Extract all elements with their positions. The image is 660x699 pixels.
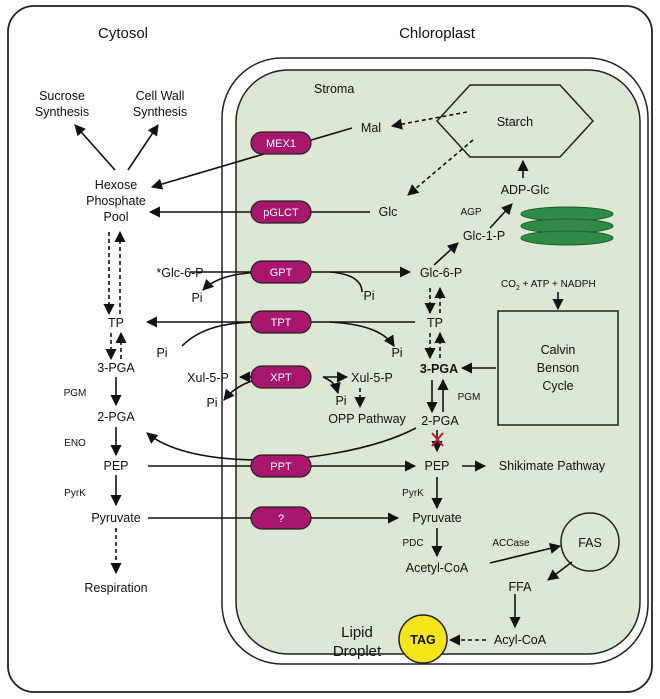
cytosol-pi-tpt: Pi <box>156 346 167 360</box>
tag-droplet <box>398 614 448 664</box>
cytosol-glc6p: *Glc-6-P <box>156 266 203 280</box>
stroma-mal: Mal <box>361 121 381 135</box>
cytosol-xul5p: Xul-5-P <box>187 371 229 385</box>
transporter-tpt: TPT <box>250 310 312 334</box>
stroma-pdc: PDC <box>402 538 423 549</box>
sucrose-synthesis-2: Synthesis <box>35 105 89 119</box>
transporter-xpt: XPT <box>250 365 312 389</box>
stroma-accase: ACCase <box>492 538 530 549</box>
svg-text:MEX1: MEX1 <box>266 138 296 150</box>
lipid-droplet-label-2: Droplet <box>333 643 382 660</box>
starch-granule <box>435 84 595 158</box>
stroma-co2-atp-nadph: CO2 + ATP + NADPH <box>501 279 596 292</box>
tag-label: TAG <box>410 633 435 647</box>
svg-text:?: ? <box>278 513 284 525</box>
calvin-label-2: Benson <box>537 361 579 375</box>
lipid-droplet-label-1: Lipid <box>341 624 373 641</box>
sucrose-synthesis-1: Sucrose <box>39 89 85 103</box>
stroma-acetylcoa: Acetyl-CoA <box>406 561 469 575</box>
cytosol-header: Cytosol <box>98 25 148 42</box>
hexose-pool-2: Phosphate <box>86 194 146 208</box>
stroma-xul5p: Xul-5-P <box>351 371 393 385</box>
stroma-pi-tpt: Pi <box>391 346 402 360</box>
stroma-2pga: 2-PGA <box>421 414 459 428</box>
cell-wall-synthesis-1: Cell Wall <box>136 89 185 103</box>
stroma-glc1p: Glc-1-P <box>463 229 505 243</box>
svg-text:PPT: PPT <box>270 461 292 473</box>
cytosol-respiration: Respiration <box>84 581 147 595</box>
stroma-opp-pathway: OPP Pathway <box>328 412 406 426</box>
cytosol-pi-gpt: Pi <box>191 291 202 305</box>
hexose-pool-3: Pool <box>103 210 128 224</box>
cytosol-3pga: 3-PGA <box>97 361 135 375</box>
stroma-tp: TP <box>427 316 443 330</box>
stroma-3pga: 3-PGA <box>420 362 458 376</box>
cytosol-eno: ENO <box>64 438 86 449</box>
svg-text:TPT: TPT <box>271 317 292 329</box>
stroma-adpglc: ADP-Glc <box>501 183 550 197</box>
stroma-agp: AGP <box>460 207 481 218</box>
cell-wall-synthesis-2: Synthesis <box>133 105 187 119</box>
svg-text:XPT: XPT <box>270 372 292 384</box>
fas-complex <box>560 512 620 572</box>
stroma-ffa: FFA <box>509 580 533 594</box>
cytosol-acylcoa: Acyl-CoA <box>494 633 547 647</box>
cytosol-pyruvate: Pyruvate <box>91 511 140 525</box>
stroma-pi-xpt: Pi <box>335 394 346 408</box>
calvin-label-1: Calvin <box>541 343 576 357</box>
starch-label: Starch <box>497 115 533 129</box>
transporter-gpt: GPT <box>250 260 312 284</box>
stroma-pyrk: PyrK <box>402 488 424 499</box>
stroma-pep: PEP <box>424 459 449 473</box>
fas-label: FAS <box>578 536 602 550</box>
stroma-shikimate: Shikimate Pathway <box>499 459 606 473</box>
transporter-pglct: pGLCT <box>250 200 312 224</box>
cytosol-tp: TP <box>108 316 124 330</box>
svg-text:GPT: GPT <box>270 267 293 279</box>
transporter-mex1: MEX1 <box>250 131 312 155</box>
chloroplast-header: Chloroplast <box>399 25 476 42</box>
calvin-cycle-box <box>497 310 619 426</box>
cytosol-pgm: PGM <box>64 388 87 399</box>
stroma-pyruvate: Pyruvate <box>412 511 461 525</box>
stroma-glc: Glc <box>379 205 398 219</box>
stroma-pgm: PGM <box>458 392 481 403</box>
transporter-ppt: PPT <box>250 454 312 478</box>
transporter-unknown: ? <box>250 506 312 530</box>
thylakoid-stack <box>520 206 614 246</box>
stroma-glc6p: Glc-6-P <box>420 266 462 280</box>
calvin-label-3: Cycle <box>542 379 573 393</box>
cytosol-2pga: 2-PGA <box>97 410 135 424</box>
cytosol-pi-xpt: Pi <box>206 396 217 410</box>
enolase-blocked-mark <box>431 432 444 447</box>
cytosol-pyrk: PyrK <box>64 488 86 499</box>
cytosol-pep: PEP <box>103 459 128 473</box>
stroma-label: Stroma <box>314 82 354 96</box>
stroma-pi-gpt: Pi <box>363 289 374 303</box>
hexose-pool-1: Hexose <box>95 178 137 192</box>
svg-text:pGLCT: pGLCT <box>263 207 299 219</box>
